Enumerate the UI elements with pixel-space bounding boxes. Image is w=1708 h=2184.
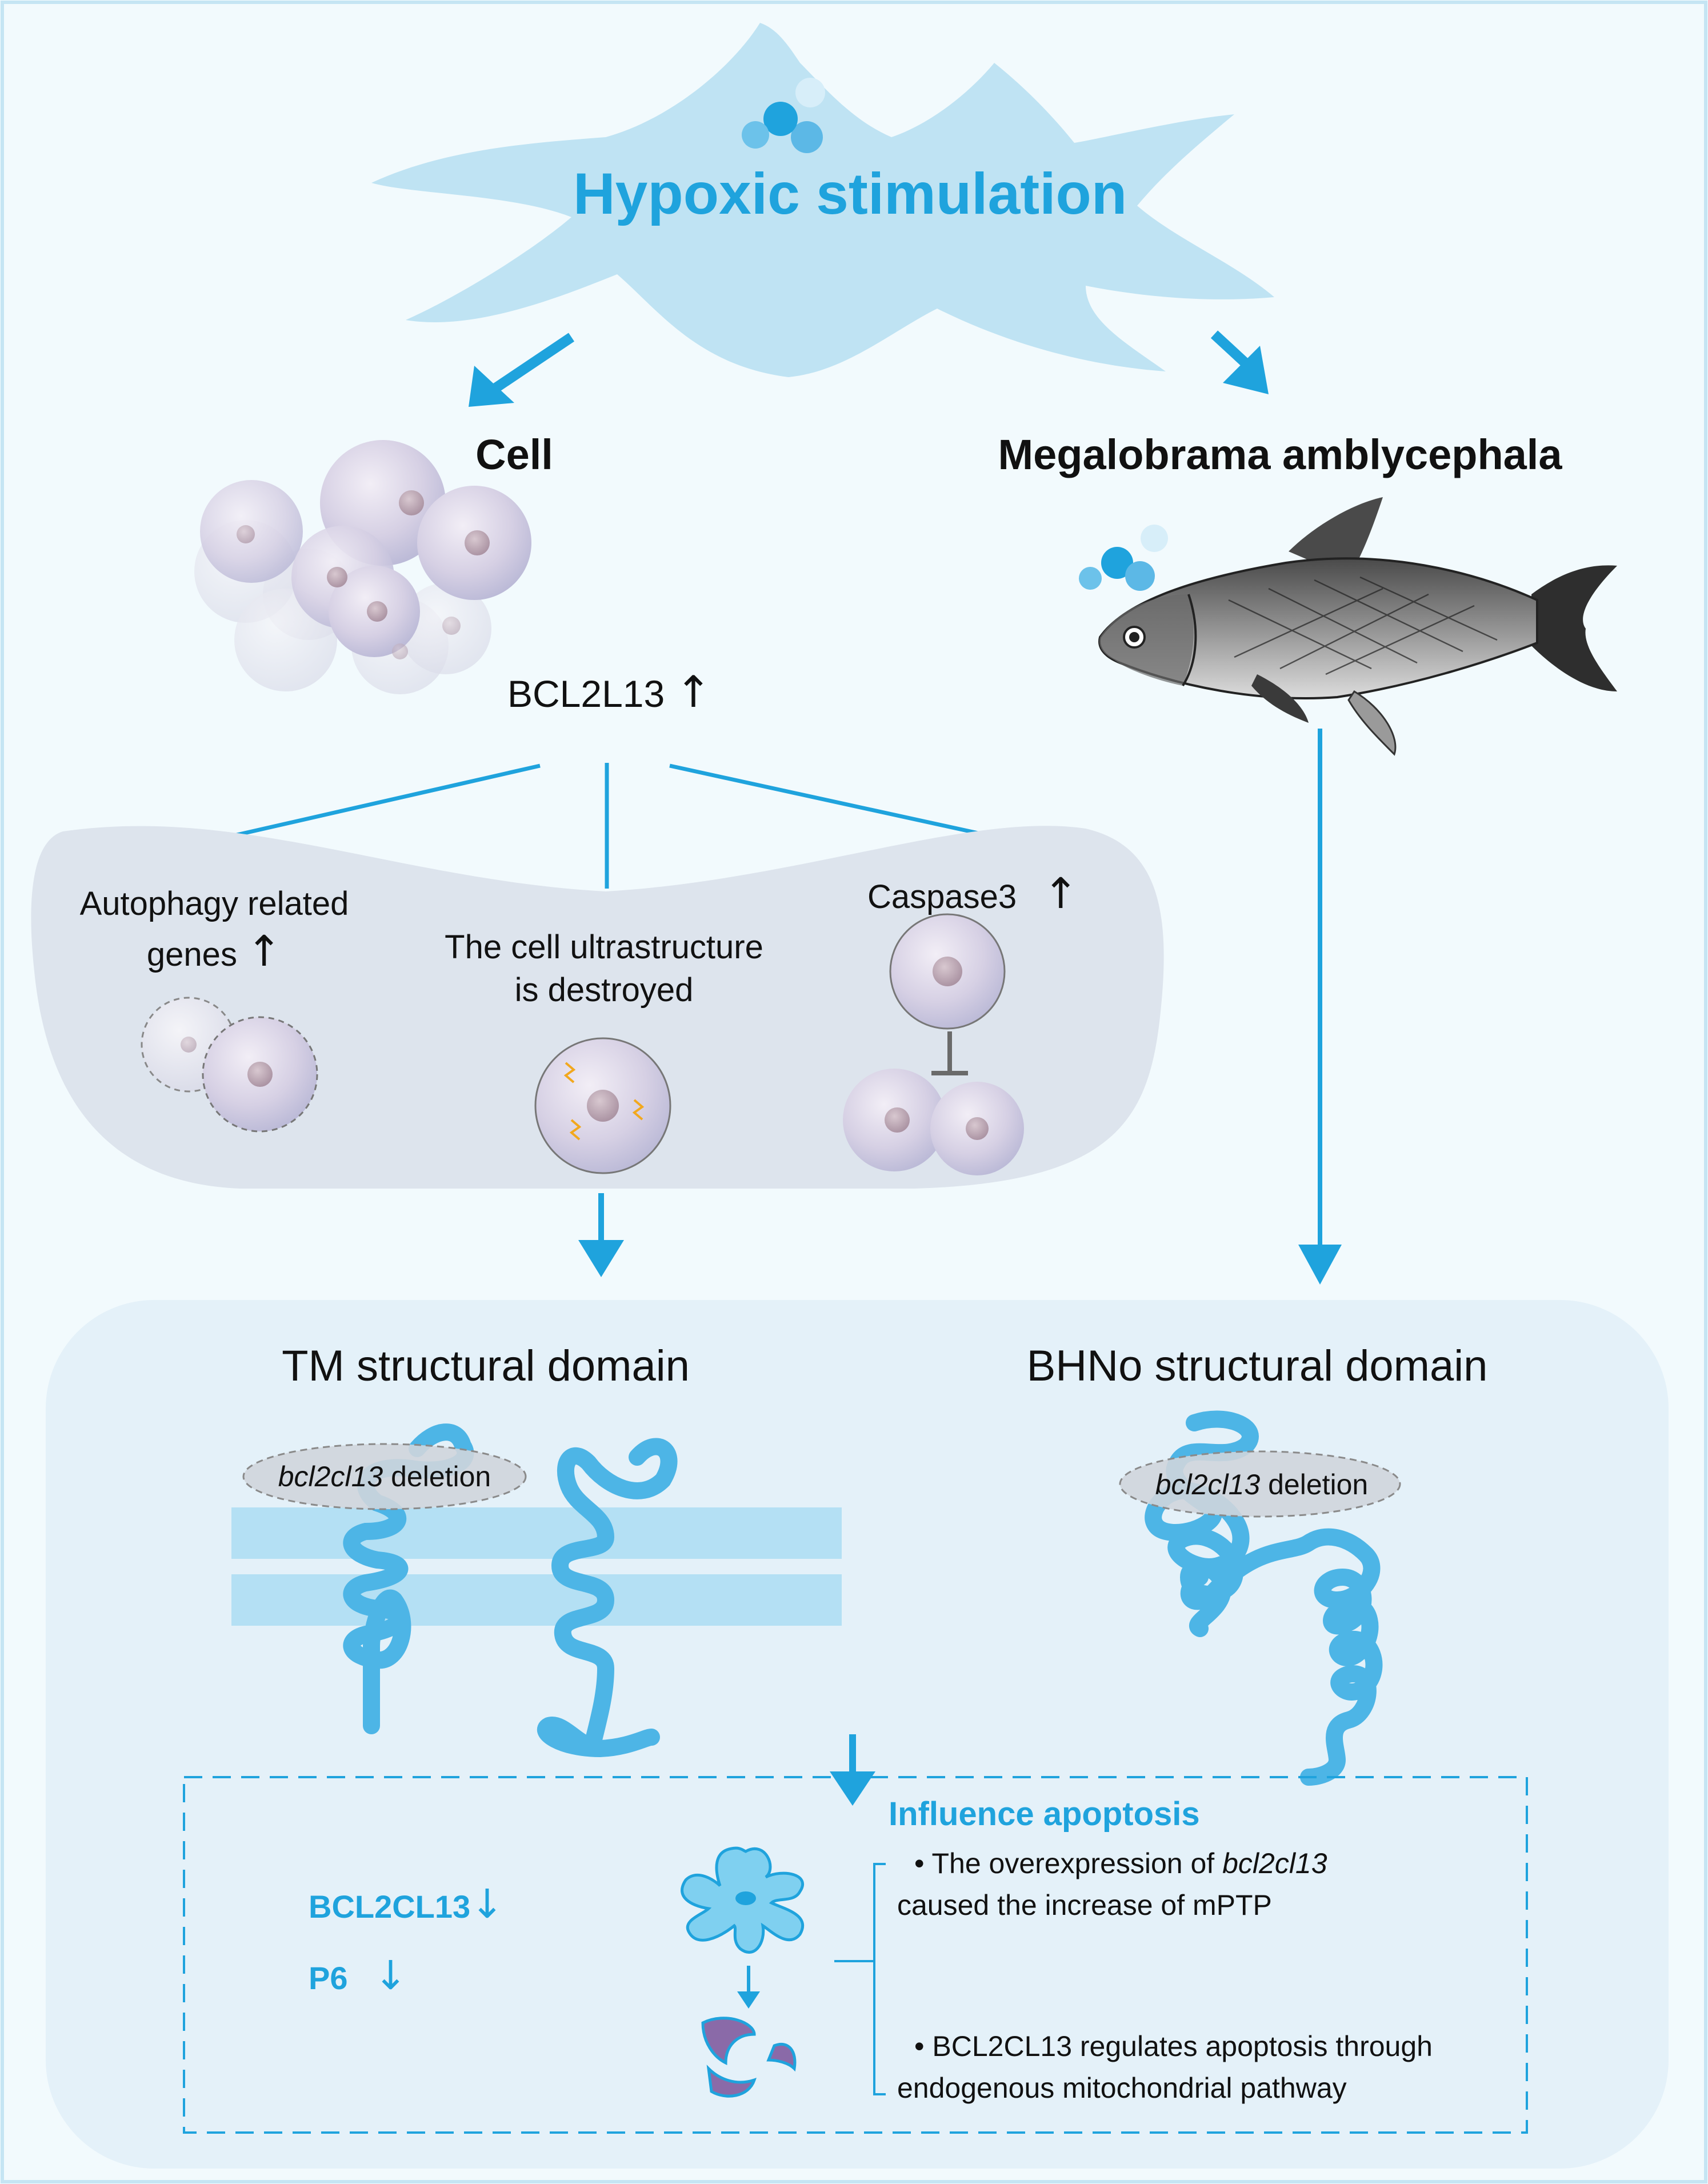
autophagy-label: Autophagy related genes ↑ <box>80 883 349 979</box>
arrow-to-cell <box>481 333 575 400</box>
tm-deletion-ellipse <box>242 1443 527 1510</box>
apoptosis-box <box>183 1776 1528 2134</box>
tm-domain-title: TM structural domain <box>282 1342 690 1390</box>
tm-protein-2 <box>537 1438 678 1758</box>
autophagy-line2: genes ↑ <box>146 926 282 976</box>
bullet-1-line2: caused the increase of mPTP <box>897 1889 1272 1921</box>
p6-marker: P6 ↓ <box>309 1951 407 1999</box>
fish-illustration <box>1098 497 1617 756</box>
arrow-apoptosis-down-head <box>830 1771 875 1806</box>
bracket <box>834 1863 886 2095</box>
bcl2l13-label: BCL2L13 <box>507 673 665 715</box>
bubble <box>1141 525 1168 552</box>
caspase-trend: ↑ <box>1043 869 1079 918</box>
tm-deletion-gene: bcl2cl13 <box>278 1461 383 1493</box>
arrow-fish-down-head <box>1298 1245 1342 1285</box>
bubble <box>742 121 769 149</box>
p6-label: P6 <box>309 1960 348 1996</box>
bhno-deletion-label: bcl2cl13 deletion <box>1155 1467 1369 1502</box>
ultrastructure-line1: The cell ultrastructure <box>445 929 763 966</box>
p6-trend: ↓ <box>374 1952 407 1999</box>
bubble <box>1079 567 1102 590</box>
arrow-panel-down-head <box>578 1240 624 1277</box>
bubble <box>1125 561 1155 591</box>
bcl2cl13-label: BCL2CL13 <box>309 1889 471 1925</box>
bullet-2-line1: • BCL2CL13 regulates apoptosis through <box>914 2030 1433 2062</box>
bhno-domain-title: BHNo structural domain <box>1026 1342 1488 1390</box>
tm-deletion-word: deletion <box>383 1461 491 1493</box>
hypoxic-title: Hypoxic stimulation <box>573 161 1127 226</box>
fish-title: Megalobrama amblycephala <box>998 431 1562 478</box>
tm-deletion-label: bcl2cl13 deletion <box>278 1459 491 1494</box>
arrow-to-cell-head <box>469 366 514 407</box>
bhno-deletion-gene: bcl2cl13 <box>1155 1469 1261 1501</box>
damage-mark <box>563 1062 576 1083</box>
bubble <box>795 78 825 107</box>
membrane-band-upper <box>231 1507 842 1559</box>
bullet-1-line1: • The overexpression of bcl2cl13 <box>914 1847 1327 1879</box>
bullet-2: • BCL2CL13 regulates apoptosis through e… <box>897 2026 1433 2109</box>
bcl2l13-trend: ↑ <box>675 666 712 717</box>
bullet-1: • The overexpression of bcl2cl13 caused … <box>897 1843 1327 1926</box>
damage-mark <box>632 1099 645 1121</box>
bcl2cl13-trend: ↓ <box>470 1881 504 1927</box>
ultrastructure-line2: is destroyed <box>514 971 694 1009</box>
branch-line-left <box>234 763 541 838</box>
bubble <box>1101 547 1133 579</box>
damage-mark <box>569 1119 582 1141</box>
arrow-to-fish-head <box>1223 346 1269 394</box>
bcl2cl13-marker: BCL2CL13↓ <box>309 1880 504 1928</box>
ultrastructure-label: The cell ultrastructure is destroyed <box>445 926 763 1012</box>
bcl2l13-marker: BCL2L13 ↑ <box>507 666 711 718</box>
bubble <box>791 121 823 153</box>
caspase-label: Caspase3 ↑ <box>867 869 1078 919</box>
cell-fragment-icon <box>706 2065 757 2098</box>
membrane-band-lower <box>231 1574 842 1626</box>
autophagy-trend: ↑ <box>246 926 282 976</box>
cell-fragment-icon <box>766 2042 797 2072</box>
bhno-deletion-ellipse <box>1119 1450 1401 1518</box>
cell-title: Cell <box>475 431 553 478</box>
bubble <box>763 102 798 136</box>
apoptosis-title: Influence apoptosis <box>889 1795 1200 1833</box>
caspase-text: Caspase3 <box>867 878 1017 915</box>
bullet-2-line2: endogenous mitochondrial pathway <box>897 2071 1347 2104</box>
branch-line-right <box>669 763 989 838</box>
cell-fragment-icon <box>701 2017 756 2066</box>
bhno-deletion-word: deletion <box>1260 1469 1369 1501</box>
cell-cluster-illustration <box>194 440 531 694</box>
hypoxic-cloud <box>371 23 1274 377</box>
autophagy-line1: Autophagy related <box>79 885 349 922</box>
apoptotic-cell-nucleus <box>735 1891 756 1905</box>
